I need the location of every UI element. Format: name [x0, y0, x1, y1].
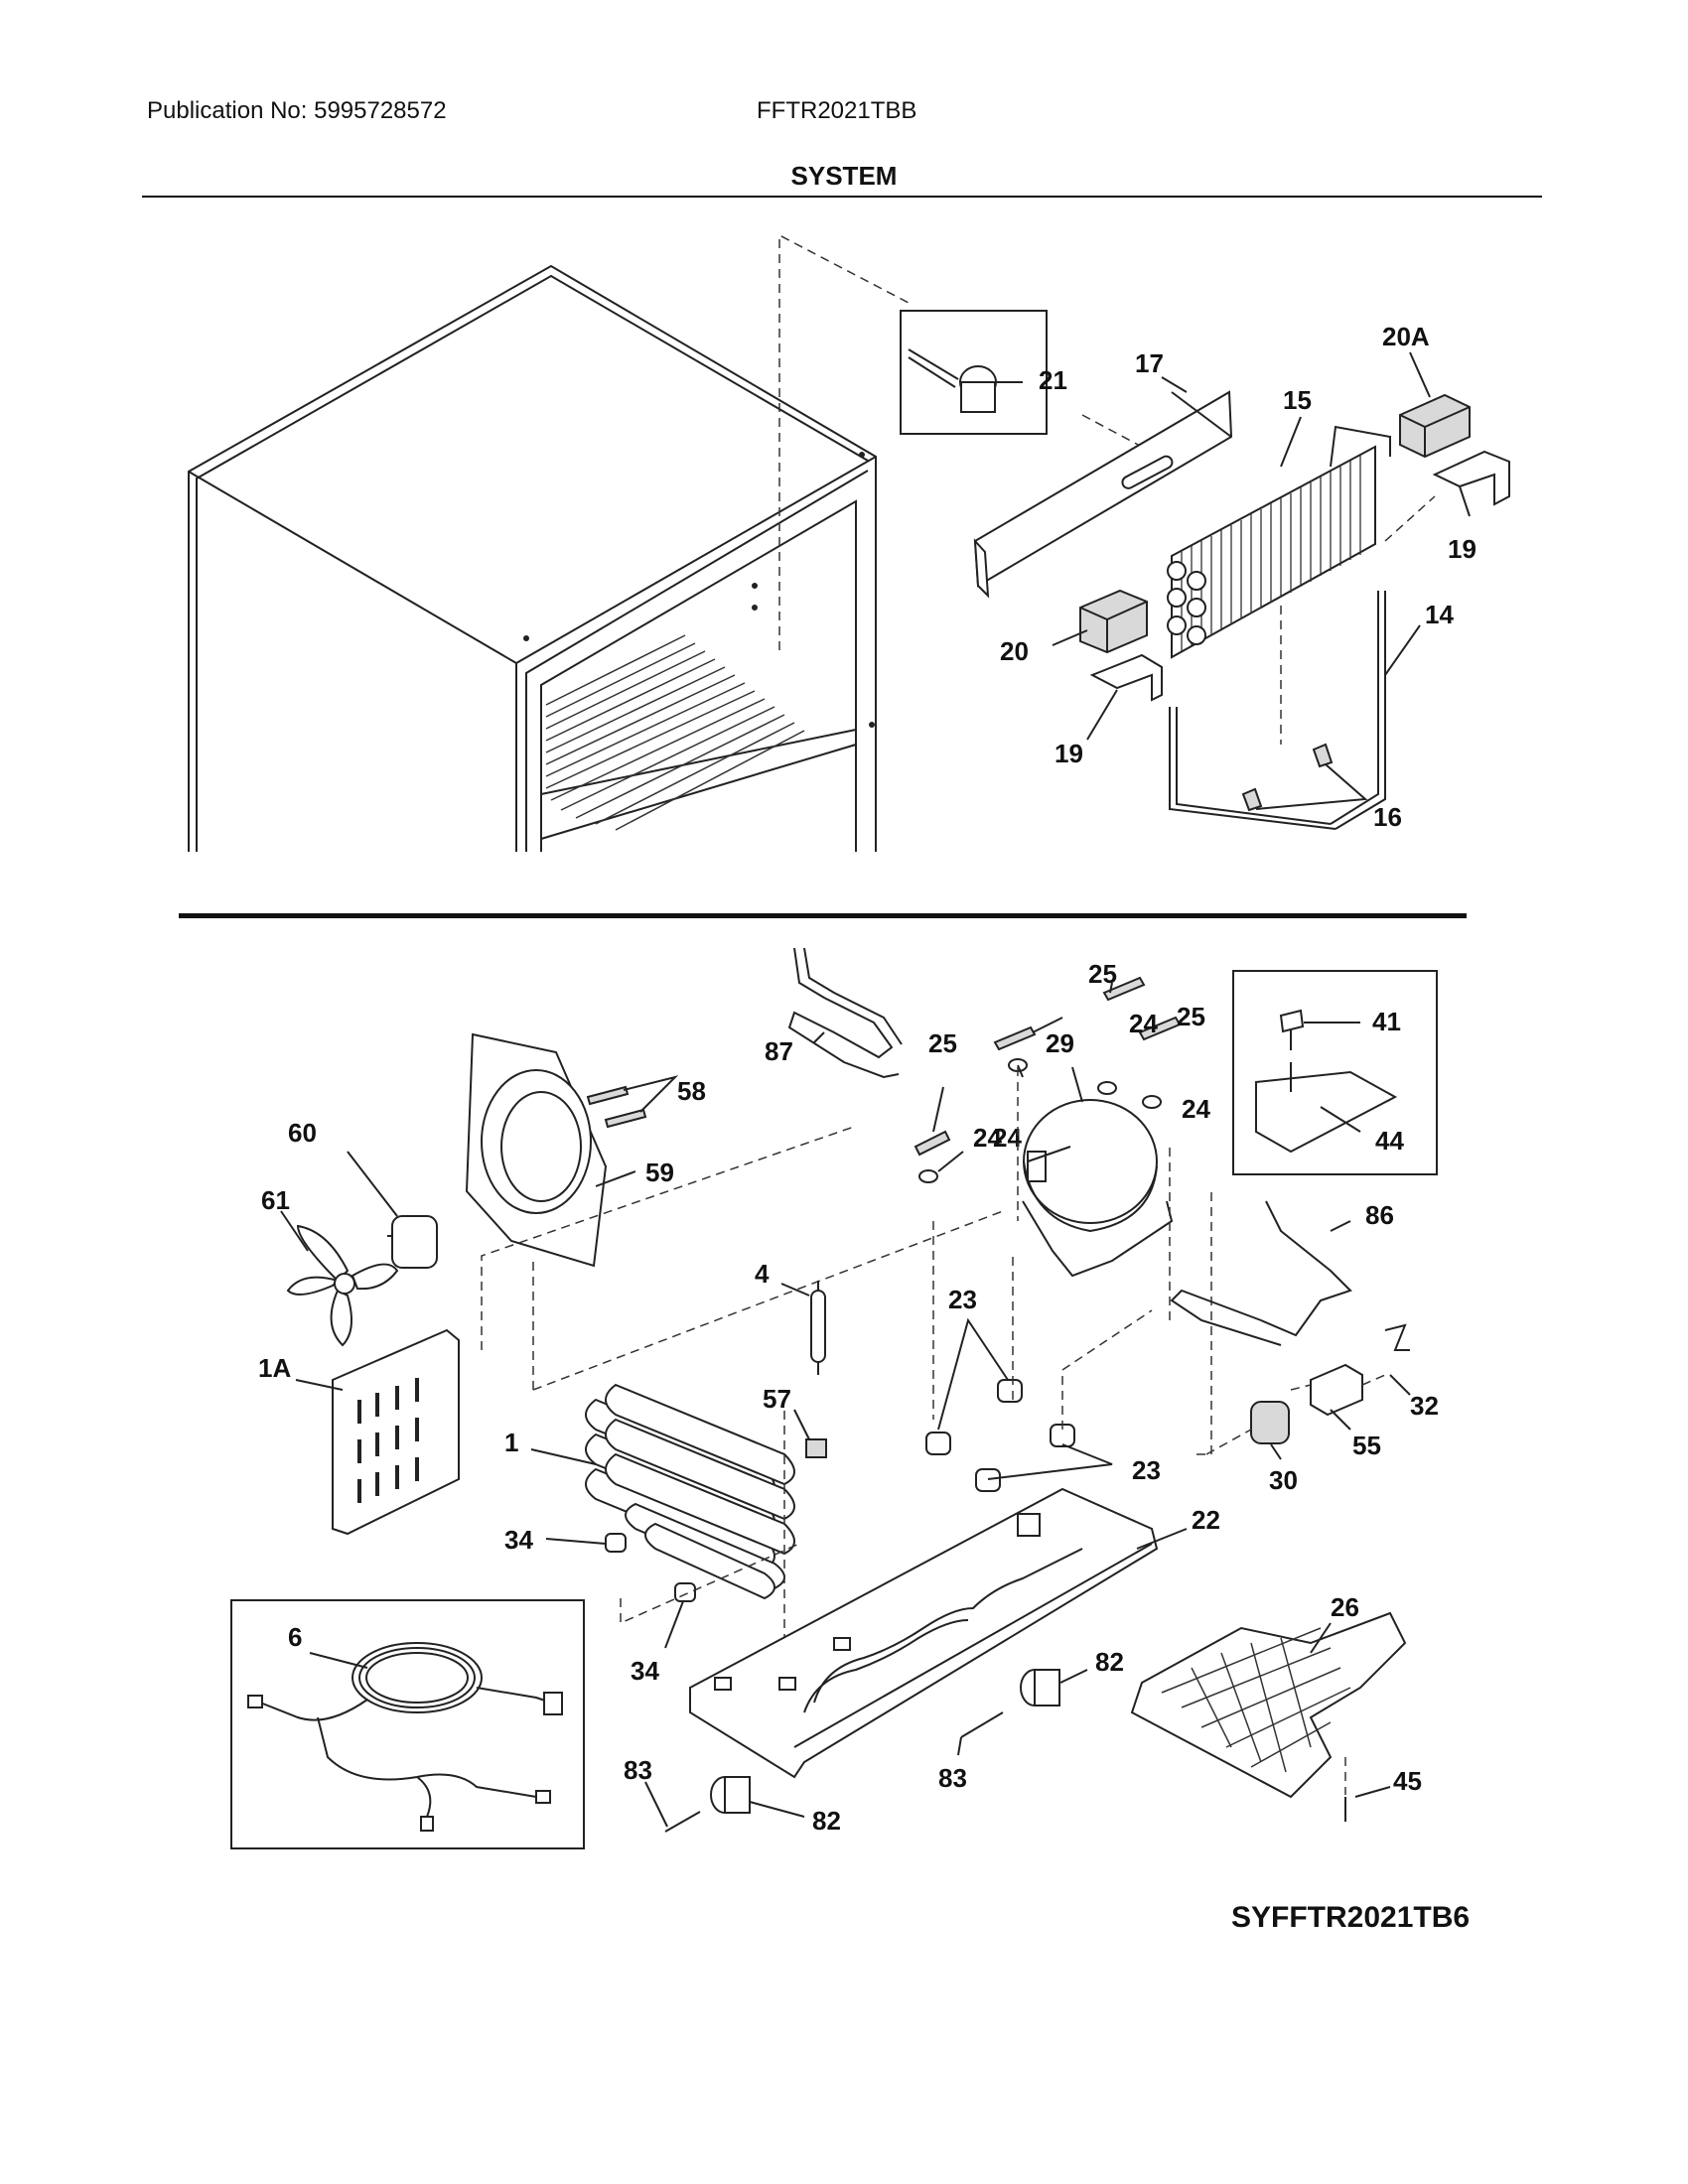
- callout-59: 59: [645, 1158, 674, 1187]
- tube-87: [787, 947, 900, 1079]
- relay-55: [1310, 1363, 1363, 1417]
- clip-32: [1384, 1323, 1410, 1351]
- callout-20A: 20A: [1382, 322, 1430, 351]
- inset-box-power-cord: [230, 1599, 585, 1849]
- compressor: [1022, 1099, 1174, 1278]
- callout-6: 6: [288, 1622, 302, 1652]
- heater-block-20: [1079, 589, 1148, 654]
- drain-pan: [1130, 1611, 1407, 1799]
- clip-25c: [1138, 1016, 1182, 1041]
- drain-trough: [973, 390, 1233, 599]
- overload-30: [1250, 1401, 1290, 1444]
- callout-34b: 34: [631, 1656, 659, 1686]
- callout-45: 45: [1393, 1766, 1422, 1796]
- callout-24a: 24: [973, 1123, 1002, 1153]
- callout-23b: 23: [1132, 1455, 1161, 1485]
- callout-25d: 25: [928, 1028, 957, 1058]
- washer-24b: [1097, 1081, 1117, 1095]
- callout-25c: 25: [1177, 1002, 1205, 1031]
- callout-15: 15: [1283, 385, 1312, 415]
- fan-blade: [286, 1224, 399, 1347]
- fan-shroud: [465, 1032, 608, 1268]
- fan-motor: [387, 1215, 438, 1269]
- condenser-coil: [585, 1383, 795, 1600]
- model-number: FFTR2021TBB: [757, 97, 917, 124]
- callout-29: 29: [1046, 1028, 1074, 1058]
- callout-24c: 24: [1182, 1094, 1210, 1124]
- washer-24c: [1142, 1095, 1162, 1109]
- callout-1A: 1A: [258, 1353, 291, 1383]
- callout-87: 87: [765, 1036, 793, 1066]
- callout-26: 26: [1331, 1592, 1359, 1622]
- callout-82a: 82: [1095, 1647, 1124, 1677]
- callout-82b: 82: [812, 1806, 841, 1836]
- inset-box-41-44: [1232, 970, 1438, 1175]
- callout-32: 32: [1410, 1391, 1439, 1421]
- filter-dryer: [810, 1290, 826, 1363]
- clip-25d: [914, 1130, 951, 1157]
- screw-58a: [586, 1085, 630, 1106]
- cabinet-drawing: [188, 264, 877, 852]
- callout-60: 60: [288, 1118, 317, 1148]
- screw-58b: [604, 1108, 647, 1129]
- clip-57: [805, 1438, 827, 1458]
- clip-25b: [1102, 976, 1146, 1002]
- callout-30: 30: [1269, 1465, 1298, 1495]
- callout-14: 14: [1425, 600, 1454, 629]
- inset-box-21: [900, 310, 1048, 435]
- callout-44: 44: [1375, 1126, 1404, 1156]
- grommet-34a: [605, 1533, 627, 1553]
- callout-16: 16: [1373, 802, 1402, 832]
- callout-86: 86: [1365, 1200, 1394, 1230]
- screw-83-left: [664, 1811, 701, 1833]
- callout-21: 21: [1039, 365, 1067, 395]
- callout-24b: 24: [1129, 1009, 1158, 1038]
- callout-41: 41: [1372, 1007, 1401, 1036]
- diagram-code: SYFFTR2021TB6: [1231, 1901, 1471, 1934]
- callout-83b: 83: [938, 1763, 967, 1793]
- callout-55: 55: [1352, 1431, 1381, 1460]
- callout-17: 17: [1135, 348, 1164, 378]
- callout-23a: 23: [948, 1285, 977, 1314]
- bracket-19-right: [1432, 450, 1510, 506]
- callout-4: 4: [755, 1259, 770, 1289]
- clip-16b: [1312, 743, 1334, 768]
- section-divider: [179, 913, 1467, 918]
- header-rule: [142, 196, 1542, 198]
- callout-1: 1: [504, 1428, 518, 1457]
- evaporator: [1167, 425, 1391, 659]
- clip-25a: [993, 1025, 1037, 1051]
- grommets-23: [925, 1379, 1075, 1492]
- callout-20: 20: [1000, 636, 1029, 666]
- defrost-heater-14: [1330, 591, 1379, 825]
- power-cord: [247, 1642, 563, 1832]
- callout-19-left: 19: [1055, 739, 1083, 768]
- callout-58: 58: [677, 1076, 706, 1106]
- heater-block-20a: [1399, 393, 1471, 459]
- bracket-44: [1255, 1070, 1398, 1154]
- publication-number: Publication No: 5995728572: [147, 97, 447, 124]
- callout-34a: 34: [504, 1525, 533, 1555]
- clip-16a: [1241, 787, 1263, 812]
- callout-61: 61: [261, 1185, 290, 1215]
- washer-24d: [918, 1169, 938, 1183]
- base-plate: [689, 1487, 1159, 1779]
- bracket-19-left: [1089, 653, 1163, 702]
- tube-86: [1170, 1200, 1352, 1346]
- callout-19-right: 19: [1448, 534, 1477, 564]
- callout-22: 22: [1192, 1505, 1220, 1535]
- section-title: SYSTEM: [790, 161, 898, 191]
- callout-83a: 83: [624, 1755, 652, 1785]
- callout-57: 57: [763, 1384, 791, 1414]
- grommet-34b: [674, 1582, 696, 1602]
- screw-83-right: [960, 1711, 1004, 1738]
